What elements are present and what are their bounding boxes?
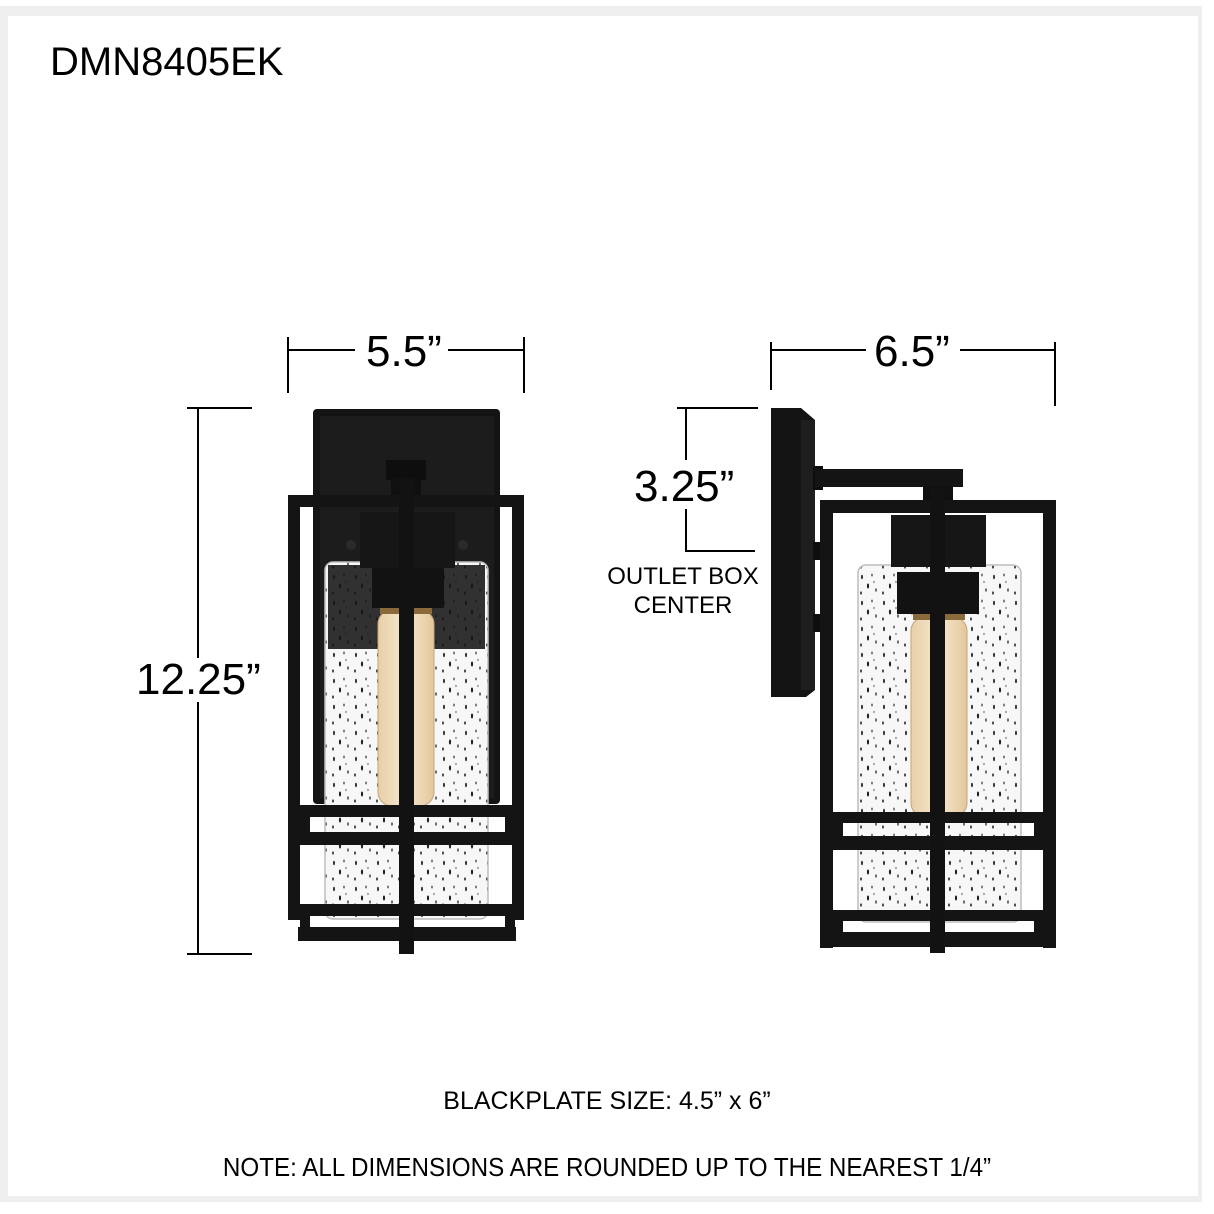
- outlet-box-caption: OUTLET BOX CENTER: [598, 562, 768, 620]
- model-number: DMN8405EK: [50, 40, 284, 84]
- side-depth-label: 6.5”: [870, 330, 954, 374]
- front-width-label: 5.5”: [362, 330, 446, 374]
- outlet-box-dimension: [677, 407, 758, 552]
- backplate-size-text: BLACKPLATE SIZE: 4.5” x 6”: [443, 1087, 771, 1115]
- front-height-label: 12.25”: [134, 655, 263, 704]
- side-depth-dimension: [770, 342, 1056, 406]
- front-view-fixture: [288, 409, 524, 954]
- side-view-fixture: [771, 408, 1056, 953]
- rounding-note-text: NOTE: ALL DIMENSIONS ARE ROUNDED UP TO T…: [222, 1152, 992, 1182]
- outlet-box-height-label: 3.25”: [630, 465, 739, 509]
- outlet-box-caption-line1: OUTLET BOX: [607, 563, 759, 590]
- front-width-dimension: [287, 337, 525, 393]
- outlet-box-caption-line2: CENTER: [633, 592, 733, 619]
